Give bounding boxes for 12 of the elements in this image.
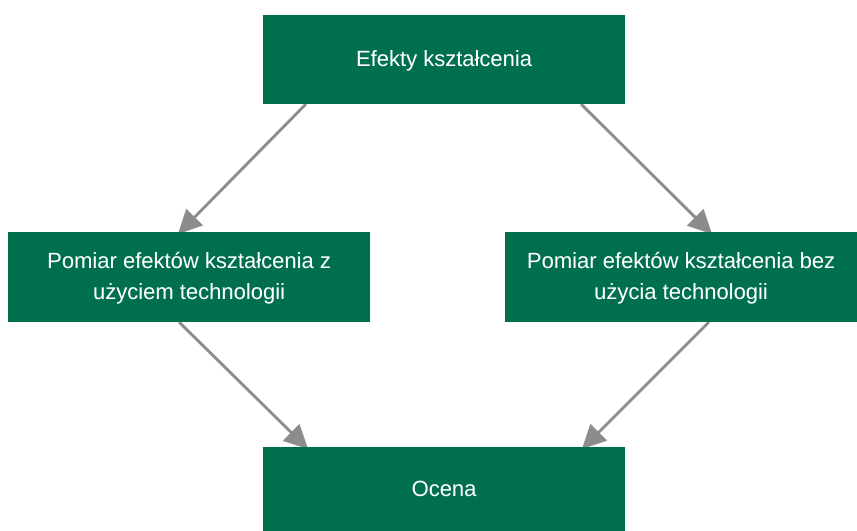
box-label: Ocena <box>412 474 476 503</box>
box-label: Efekty kształcenia <box>356 45 532 74</box>
arrow <box>580 102 712 234</box>
process-box <box>263 447 625 531</box>
box-label: Pomiar efektów kształcenia bez użycia technologii <box>526 247 836 306</box>
process-box <box>505 232 857 322</box>
process-box <box>8 232 370 322</box>
box-label: Pomiar efektów kształcenia z użyciem technologii <box>46 247 332 306</box>
arrow <box>178 102 308 234</box>
process-box <box>263 15 625 104</box>
arrow <box>582 320 710 450</box>
arrow <box>178 320 308 450</box>
